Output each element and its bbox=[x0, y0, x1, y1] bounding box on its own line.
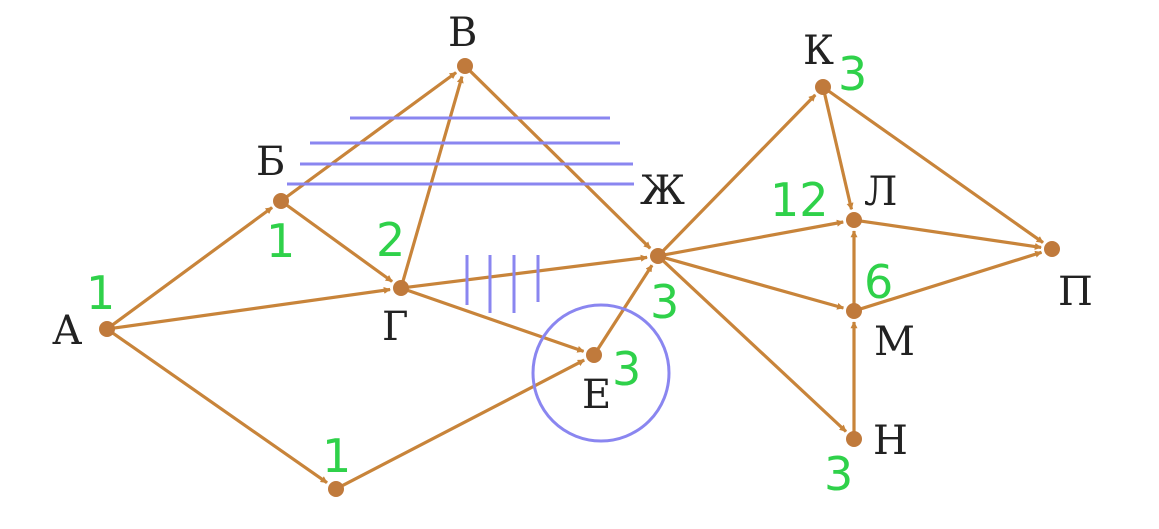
node-label-Zh: Ж bbox=[640, 168, 685, 214]
edge-Zh-N bbox=[661, 258, 848, 433]
edge-A-G bbox=[112, 286, 391, 330]
count-N: 3 bbox=[824, 447, 853, 501]
node-L bbox=[846, 212, 862, 228]
node-A bbox=[99, 321, 115, 337]
node-B bbox=[273, 193, 289, 209]
edge-B-G bbox=[284, 203, 394, 283]
strike-marks-horizontal bbox=[287, 116, 634, 186]
edge-K-P bbox=[826, 89, 1044, 244]
edge-X-E bbox=[340, 358, 585, 488]
count-G: 2 bbox=[376, 213, 405, 267]
count-L: 12 bbox=[770, 173, 829, 227]
node-label-V: В bbox=[448, 10, 477, 56]
node-label-N: Н bbox=[873, 418, 908, 464]
node-label-M: М bbox=[874, 319, 915, 365]
node-label-P: П bbox=[1058, 269, 1093, 315]
edge-G-Zh bbox=[406, 254, 648, 289]
edge-Zh-M bbox=[663, 256, 845, 310]
edge-M-P bbox=[859, 250, 1043, 311]
node-label-G: Г bbox=[382, 304, 408, 350]
nodes-layer bbox=[99, 58, 1060, 497]
edges-layer bbox=[110, 69, 1044, 488]
node-V bbox=[457, 58, 473, 74]
edge-K-L bbox=[822, 92, 854, 210]
node-Zh bbox=[650, 248, 666, 264]
strike-marks-vertical bbox=[465, 255, 540, 313]
edge-A-X bbox=[110, 331, 328, 485]
node-unlabeled bbox=[328, 481, 344, 497]
node-label-B: Б bbox=[256, 139, 285, 185]
edge-G-V bbox=[401, 75, 464, 283]
node-label-L: Л bbox=[864, 169, 897, 215]
highlight-circle bbox=[531, 303, 671, 443]
edge-B-V bbox=[284, 71, 458, 199]
edge-Zh-K bbox=[661, 93, 817, 253]
edge-G-E bbox=[406, 288, 585, 353]
edge-A-B bbox=[110, 206, 274, 327]
node-label-E: Е bbox=[582, 372, 611, 418]
count-Zh: 3 bbox=[650, 275, 679, 329]
node-E bbox=[586, 347, 602, 363]
count-X: 1 bbox=[322, 429, 351, 483]
count-M: 6 bbox=[864, 255, 893, 309]
path-counts: 1 1 2 1 3 3 3 12 6 3 bbox=[86, 47, 893, 501]
node-P bbox=[1044, 241, 1060, 257]
edge-L-P bbox=[859, 219, 1042, 250]
edge-E-Zh bbox=[595, 264, 654, 351]
node-K bbox=[815, 79, 831, 95]
count-B: 1 bbox=[266, 214, 295, 268]
edge-V-Zh bbox=[468, 69, 652, 250]
node-label-K: К bbox=[803, 28, 834, 74]
count-K: 3 bbox=[838, 47, 867, 101]
node-M bbox=[846, 303, 862, 319]
node-N bbox=[846, 431, 862, 447]
node-G bbox=[393, 280, 409, 296]
count-E: 3 bbox=[612, 342, 641, 396]
edge-Zh-L bbox=[663, 219, 844, 257]
count-A: 1 bbox=[86, 266, 115, 320]
node-label-A: А bbox=[52, 308, 82, 354]
node-labels: А Б В Г Е Ж К Л М Н П bbox=[52, 10, 1093, 464]
